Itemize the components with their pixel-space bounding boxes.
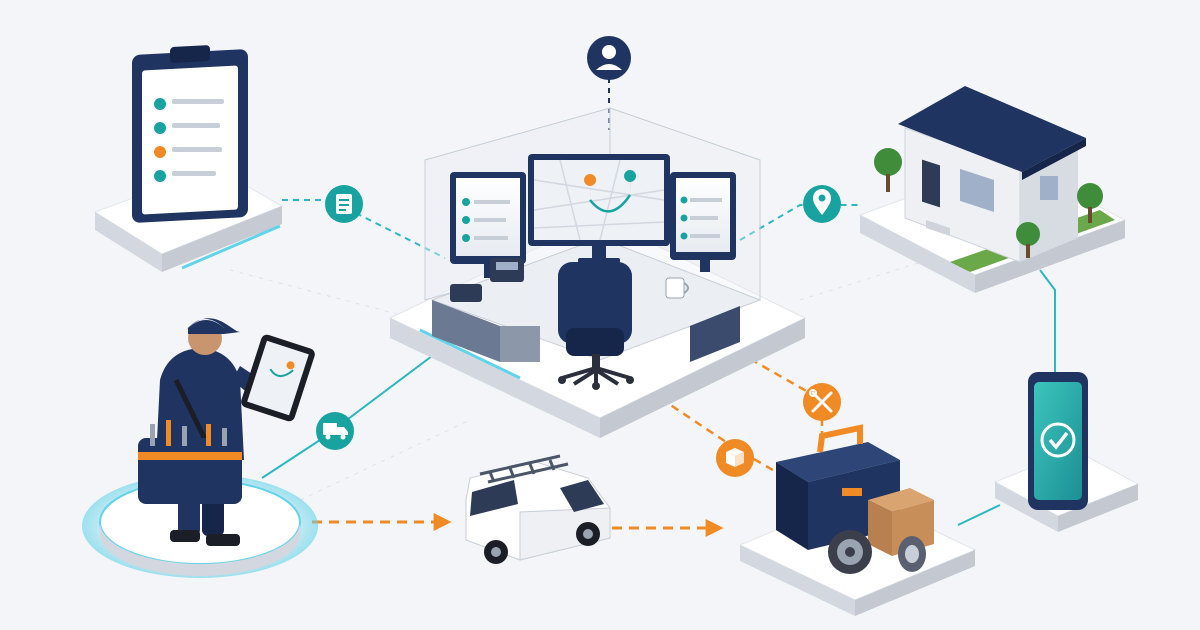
desk-phone-small	[450, 284, 482, 302]
technician-cap	[188, 320, 240, 334]
bearing	[898, 536, 926, 572]
map-pin-icon	[813, 189, 831, 215]
connection-house-phone	[1039, 269, 1056, 378]
connection-phone-parts	[957, 504, 1001, 526]
location-badge	[803, 185, 841, 223]
background-guides	[229, 249, 961, 501]
desk-phone	[490, 258, 524, 282]
technician-node	[82, 318, 318, 578]
dispatch-desk-node	[388, 107, 807, 438]
tool-bag	[138, 420, 242, 504]
roof-rack	[479, 454, 569, 484]
truck-icon	[323, 423, 348, 440]
service-badge	[803, 383, 841, 421]
user-icon	[602, 45, 616, 59]
gear	[828, 530, 872, 574]
tree-right	[1016, 183, 1103, 258]
tablet	[241, 334, 315, 422]
clipboard	[132, 45, 248, 223]
monitor-right	[670, 172, 736, 272]
coffee-mug	[665, 277, 689, 299]
package-icon	[726, 448, 744, 467]
checklist	[154, 98, 224, 182]
smartphone-node	[993, 372, 1140, 532]
parts-node	[738, 424, 977, 616]
clipboard-node	[93, 45, 284, 272]
vehicle-badge	[316, 412, 354, 450]
smartphone	[1028, 372, 1088, 510]
connection-clipboard-desk	[282, 199, 446, 259]
monitor-center	[528, 154, 670, 263]
monitor-left	[450, 172, 526, 278]
map-pin-teal-icon	[624, 170, 637, 196]
office-chair	[558, 262, 634, 390]
tree-left	[874, 148, 902, 192]
map-pin-orange-icon	[584, 174, 597, 200]
dispatcher-badge	[587, 36, 631, 80]
wrench-screwdriver-icon	[811, 391, 833, 413]
work-order-badge	[325, 185, 363, 223]
check-circle-icon	[1040, 422, 1076, 458]
parts-badge	[716, 439, 754, 477]
service-van	[465, 454, 611, 564]
technician	[138, 318, 315, 546]
customer-house-node	[858, 86, 1127, 293]
